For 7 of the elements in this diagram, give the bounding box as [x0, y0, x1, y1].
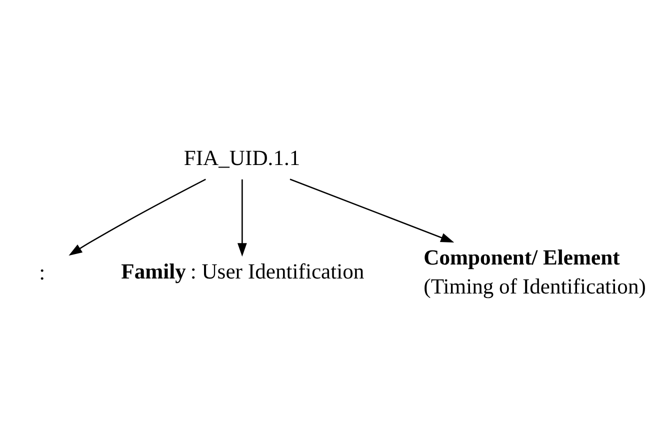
node-text: :: [39, 260, 46, 284]
node-text: Family : User Identification: [121, 259, 364, 284]
node-text: Component/ Element (Timing of Identification): [424, 245, 646, 298]
arrow: [290, 178, 454, 242]
arrow: [237, 178, 247, 256]
node-text: FIA_UID.1.1: [184, 146, 300, 170]
arrow: [68, 178, 206, 256]
